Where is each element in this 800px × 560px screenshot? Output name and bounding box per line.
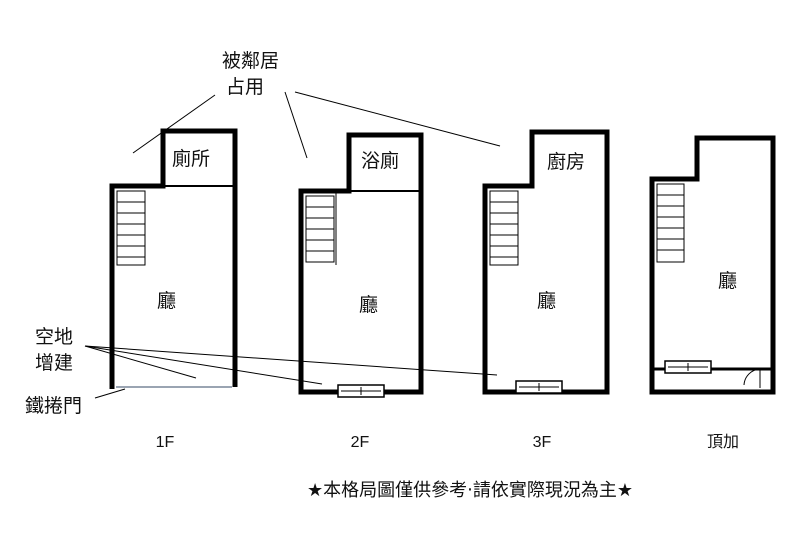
floor-1f-label: 1F — [156, 434, 175, 451]
open-area-label-line2: 增建 — [35, 352, 73, 374]
floor-rooftop-main-room-label: 廳 — [718, 270, 737, 292]
floor-rooftop-plan: 廳 — [649, 135, 776, 395]
occupied-label-line2: 占用 — [226, 76, 264, 98]
floor-2f-walls — [298, 132, 424, 395]
open-area-leader-2f — [84, 345, 323, 385]
leader-line-1f — [132, 94, 216, 154]
open-area-label-line1: 空地 — [35, 326, 73, 348]
floor-2f-main-room-label: 廳 — [359, 294, 378, 316]
floor-3f-main-room-label: 廳 — [537, 290, 556, 312]
floor-2f-plan: 浴廁 廳 — [298, 132, 424, 398]
floor-rooftop-staircase — [656, 183, 685, 263]
open-area-leader-3f — [84, 345, 498, 376]
floor-2f-window — [337, 384, 385, 398]
footer-disclaimer: ★本格局圖僅供參考‧請依實際現況為主★ — [307, 480, 633, 501]
floor-3f-top-room-label: 廚房 — [547, 150, 585, 173]
occupied-label-line1: 被鄰居 — [222, 50, 279, 72]
iron-shutter-label: 鐵捲門 — [25, 395, 82, 417]
floor-2f-top-room-label: 浴廁 — [361, 149, 399, 172]
floor-3f-window — [515, 380, 563, 394]
floor-3f-staircase — [489, 190, 519, 266]
floor-1f-top-room-label: 廁所 — [172, 147, 210, 170]
floor-1f-walls — [109, 128, 238, 389]
floor-3f-walls — [482, 129, 610, 395]
floor-1f-staircase — [116, 190, 146, 266]
iron-shutter-leader — [94, 388, 126, 399]
floor-2f-label: 2F — [351, 434, 370, 451]
floor-rooftop-window — [664, 360, 712, 374]
floor-2f-staircase — [305, 195, 335, 263]
floor-rooftop-door — [743, 368, 761, 388]
floor-1f-plan: 廁所 廳 — [109, 128, 238, 389]
leader-line-2f — [284, 91, 308, 159]
floor-rooftop-label: 頂加 — [707, 433, 739, 451]
floor-rooftop-walls — [649, 135, 776, 395]
floor-3f-label: 3F — [533, 434, 552, 451]
floor-1f-main-room-label: 廳 — [157, 290, 176, 312]
open-area-leader-1f — [84, 345, 197, 379]
leader-line-3f — [294, 91, 501, 147]
floor-3f-plan: 廚房 廳 — [482, 129, 610, 395]
